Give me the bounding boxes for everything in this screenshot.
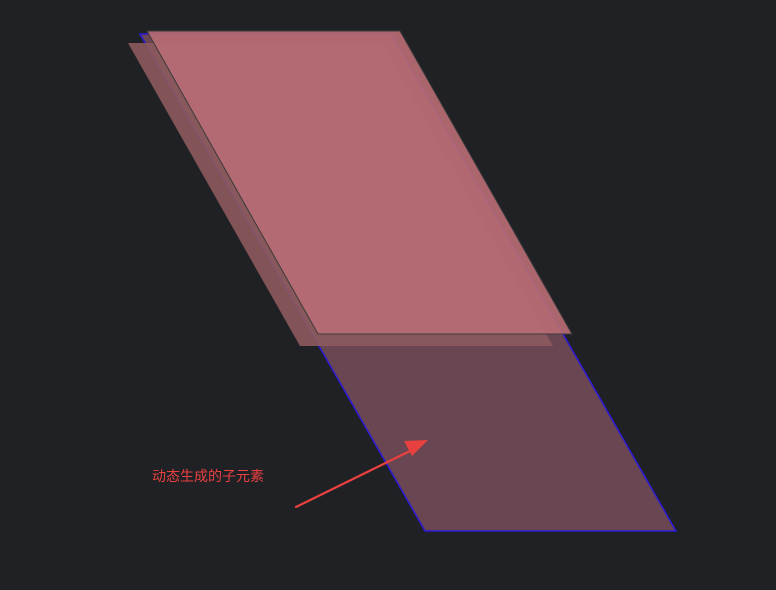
annotation-label: 动态生成的子元素 <box>152 469 264 485</box>
arrow-up-right-icon <box>294 440 428 509</box>
front-panel-parallelogram <box>146 30 573 335</box>
